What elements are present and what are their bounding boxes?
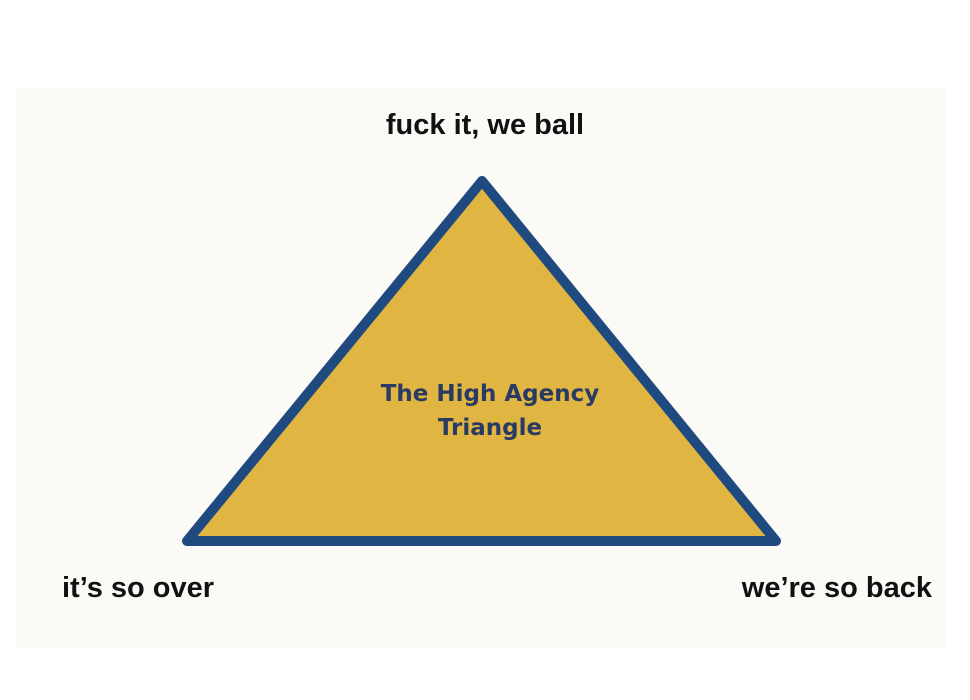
triangle-title-line-1: The High Agency bbox=[380, 381, 600, 407]
triangle-title: The High Agency Triangle bbox=[340, 377, 640, 445]
triangle-title-line-2: Triangle bbox=[437, 415, 543, 441]
triangle-shape bbox=[182, 176, 781, 546]
bottom-right-vertex-label: we’re so back bbox=[741, 572, 932, 604]
bottom-left-vertex-label: it’s so over bbox=[62, 572, 215, 604]
top-vertex-label: fuck it, we ball bbox=[385, 109, 585, 141]
